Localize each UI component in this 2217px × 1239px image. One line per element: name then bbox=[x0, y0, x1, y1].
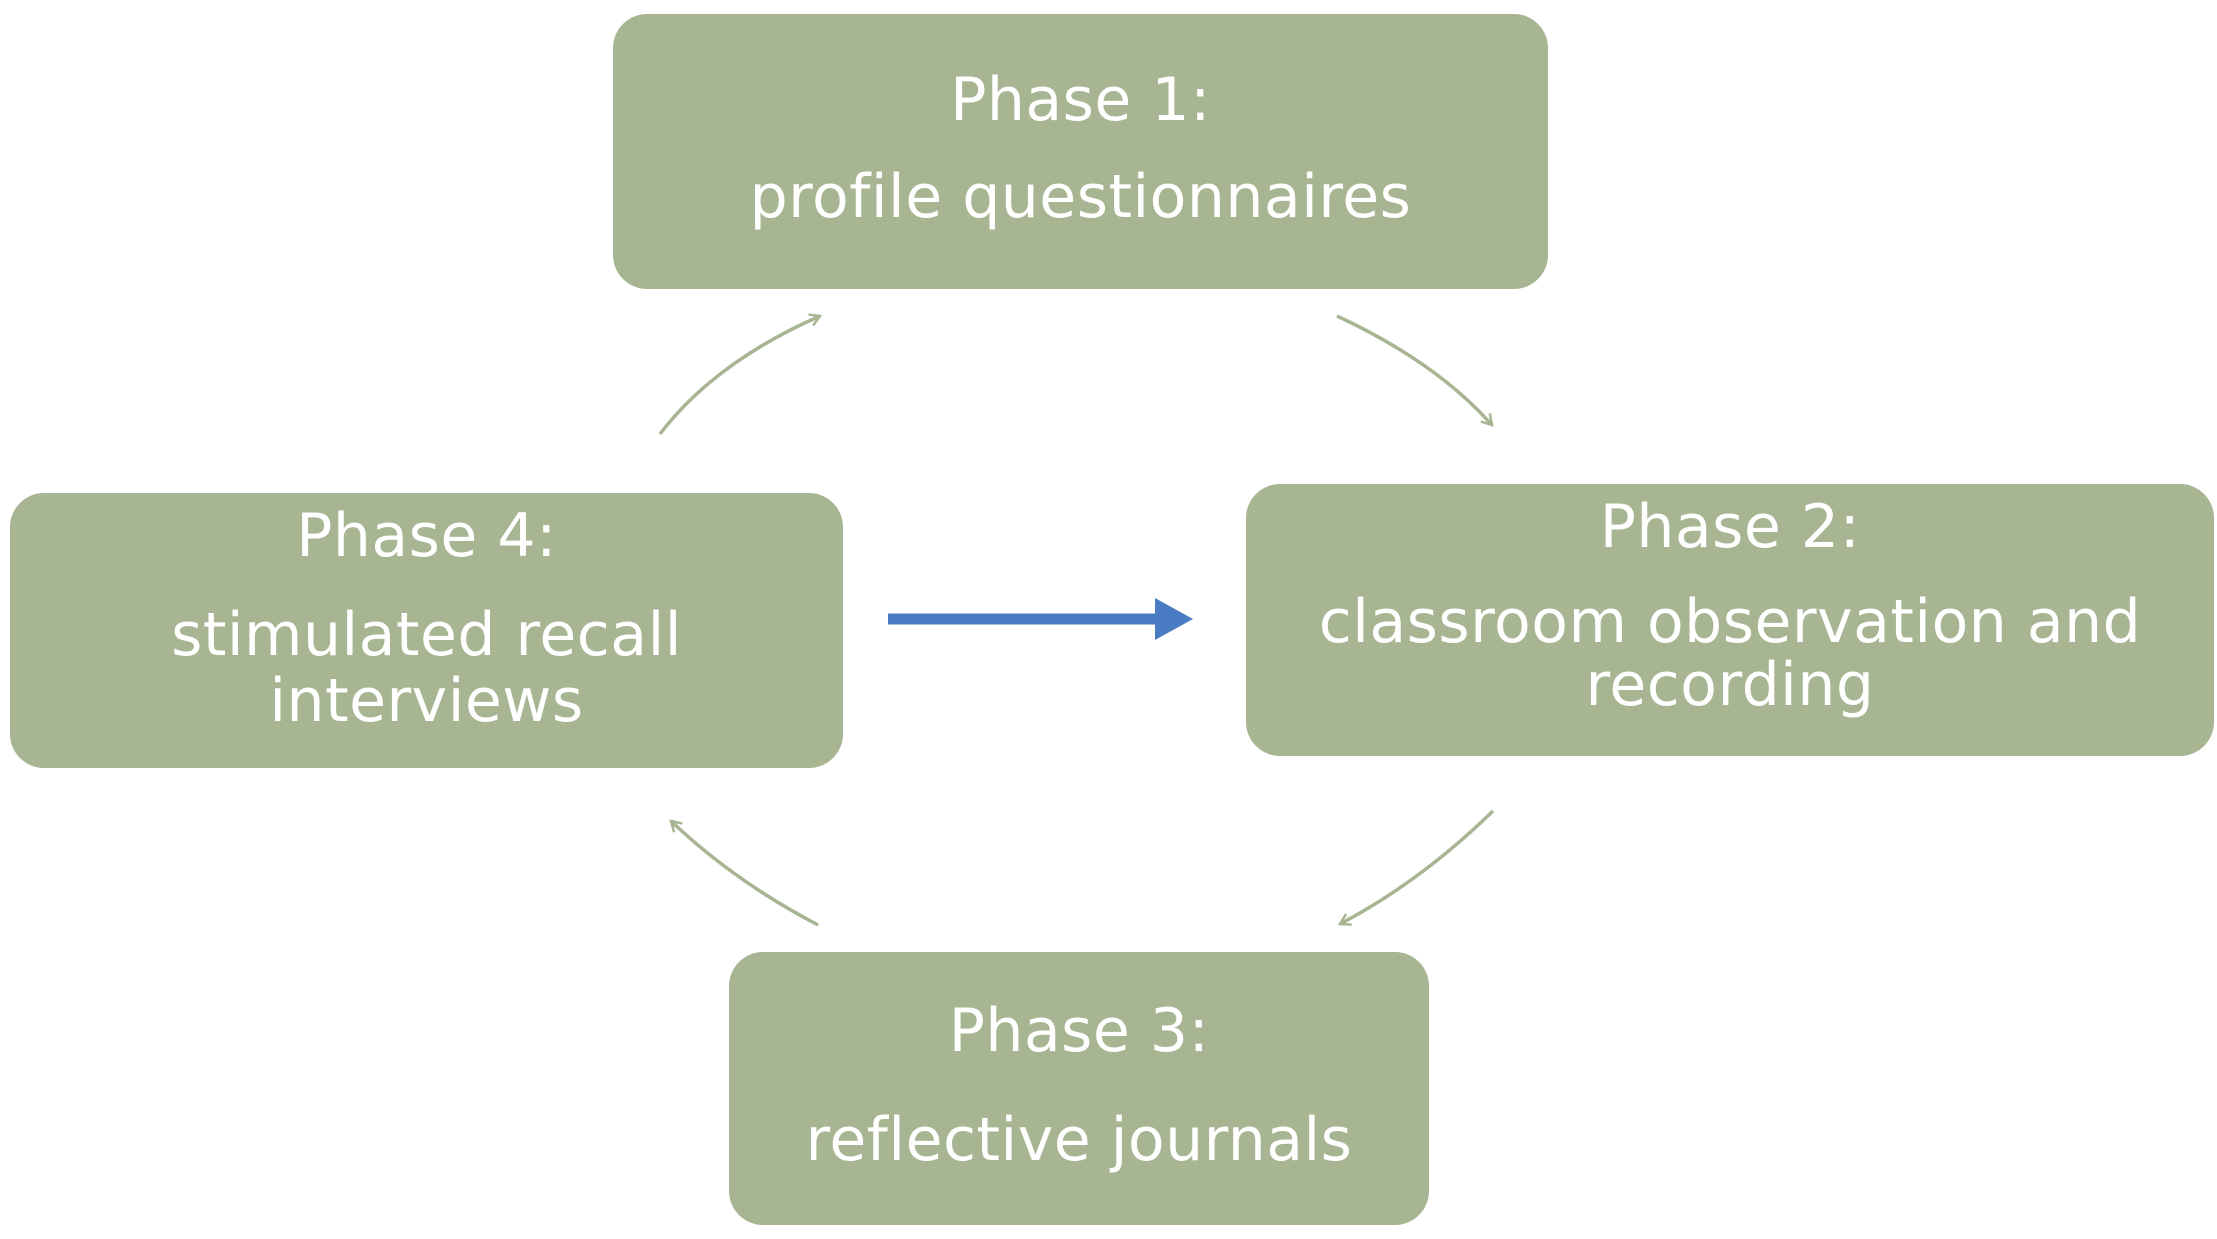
phase-4-description: stimulated recall interviews bbox=[171, 600, 682, 736]
phase-4-box: Phase 4: stimulated recall interviews bbox=[10, 493, 843, 768]
arrow-phase4-to-phase1 bbox=[658, 316, 820, 436]
phase-4-label: Phase 4: bbox=[296, 501, 557, 571]
arrow-phase3-to-phase4 bbox=[671, 821, 819, 927]
phase-3-label: Phase 3: bbox=[948, 996, 1210, 1066]
arrow-phase1-to-phase2 bbox=[1336, 314, 1492, 425]
phase-1-description: profile questionnaires bbox=[749, 162, 1412, 232]
phase-2-box: Phase 2: classroom observation and recor… bbox=[1246, 484, 2214, 756]
phase-3-box: Phase 3: reflective journals bbox=[729, 952, 1429, 1225]
phase-1-box: Phase 1: profile questionnaires bbox=[613, 14, 1548, 289]
phase-3-description: reflective journals bbox=[805, 1105, 1353, 1175]
phase-2-label: Phase 2: bbox=[1599, 492, 1861, 562]
phase-2-description: classroom observation and recording bbox=[1318, 587, 2142, 720]
center-arrow-head bbox=[1155, 598, 1193, 640]
phase-1-label: Phase 1: bbox=[950, 65, 1211, 135]
arrow-phase2-to-phase3 bbox=[1340, 809, 1495, 924]
